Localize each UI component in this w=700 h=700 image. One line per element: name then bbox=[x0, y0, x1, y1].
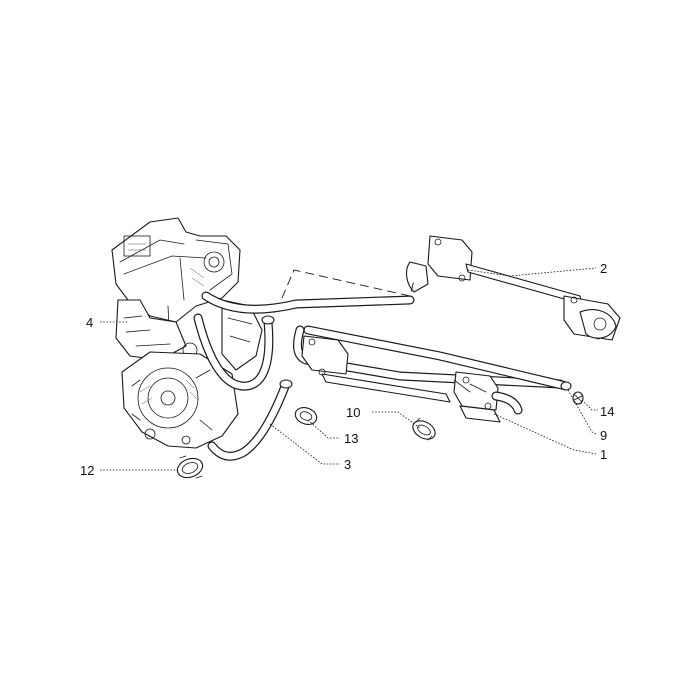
callout-14: 14 bbox=[600, 404, 614, 419]
leader-2 bbox=[467, 267, 597, 277]
engine-hose-loop bbox=[193, 313, 275, 391]
long-vent-hose bbox=[201, 291, 415, 314]
hose-clamp-12 bbox=[176, 455, 204, 479]
leader-10 bbox=[372, 411, 421, 429]
leader-1 bbox=[493, 413, 597, 455]
leader-14 bbox=[581, 399, 598, 411]
leader-3 bbox=[269, 423, 340, 465]
reference-line bbox=[281, 269, 415, 299]
callout-2: 2 bbox=[600, 261, 607, 276]
hose-clamp-10 bbox=[412, 417, 436, 441]
callout-1: 1 bbox=[600, 447, 607, 462]
bracket-assembly-1 bbox=[301, 335, 523, 423]
callout-3: 3 bbox=[344, 457, 351, 472]
leader-13 bbox=[307, 419, 340, 439]
clip-14 bbox=[572, 391, 584, 405]
hose-3 bbox=[207, 379, 293, 461]
callout-4: 4 bbox=[86, 315, 93, 330]
leader-9 bbox=[567, 389, 597, 435]
footrest-bracket-2 bbox=[405, 235, 621, 341]
callout-9: 9 bbox=[600, 428, 607, 443]
callout-13: 13 bbox=[344, 431, 358, 446]
engine-block bbox=[111, 217, 263, 449]
callout-12: 12 bbox=[80, 463, 94, 478]
hose-clamp-13 bbox=[294, 407, 318, 425]
callout-10: 10 bbox=[346, 405, 360, 420]
